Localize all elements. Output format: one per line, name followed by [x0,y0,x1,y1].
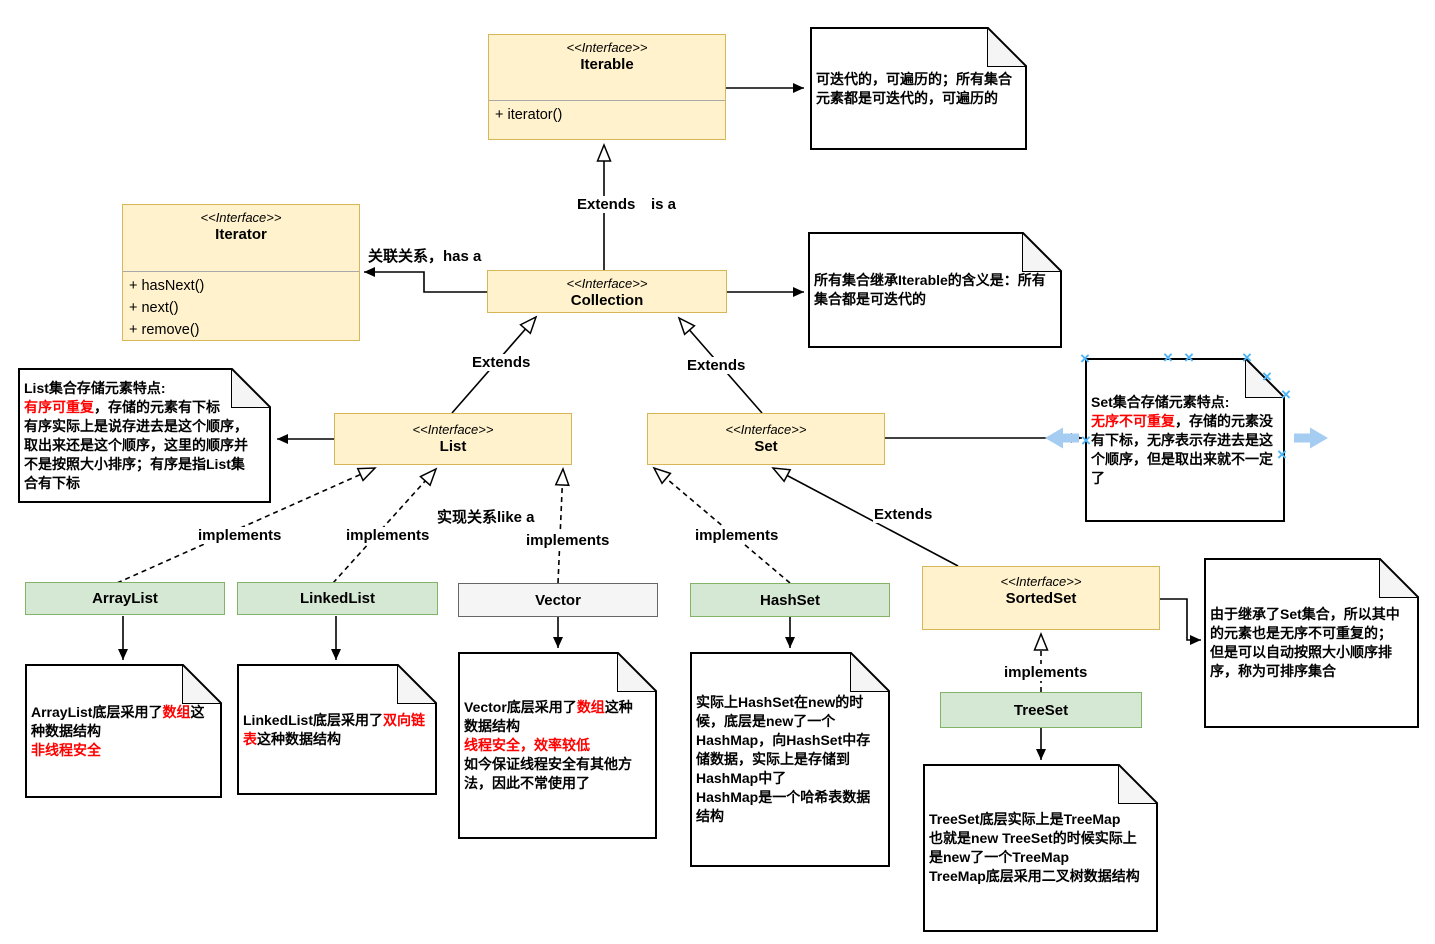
arraylist-note-text: ArrayList底层采用了数组这 种数据结构 非线程安全 [31,703,205,758]
sortedset-note-text: 由于继承了Set集合，所以其中 的元素也是无序不可重复的； 但是可以自动按照大小… [1210,606,1400,679]
edge-label-implements-hashset[interactable]: implements [694,527,780,544]
linkedlist-name: LinkedList [299,590,375,607]
set-note[interactable]: Set集合存储元素特点: 无序不可重复，存储的元素没 有下标，无序表示存进去是这… [1085,358,1285,522]
set-note-text: Set集合存储元素特点: 无序不可重复，存储的元素没 有下标，无序表示存进去是这… [1091,393,1273,486]
edge-label-extends-set[interactable]: Extends [686,357,747,374]
edge-label-extends-iterable[interactable]: Extends [576,196,637,213]
selection-handle-icon[interactable]: × [1281,385,1291,404]
note-fold-icon [1379,558,1419,598]
edge-label-is-a[interactable]: is a [650,196,678,213]
note-fold-icon [182,664,222,704]
edge-label-has-a[interactable]: 关联关系，has a [367,245,483,266]
iterator-stereotype: <<Interface>> [200,210,282,225]
selection-handle-icon[interactable]: × [1080,349,1090,368]
edge-label-extends-list[interactable]: Extends [471,354,532,371]
collection-note-text: 所有集合继承Iterable的含义是：所有 集合都是可迭代的 [814,272,1046,307]
edge-arraylist-implements-list[interactable] [116,467,377,584]
set-name: Set [754,438,778,455]
note-fold-icon [987,27,1027,67]
edge-label-extends-sortedset[interactable]: Extends [873,506,934,523]
edge-hashset-implements-set[interactable] [652,466,791,584]
collection-interface-box[interactable]: <<Interface>> Collection [487,270,727,313]
iterator-interface-box[interactable]: <<Interface>> Iterator + hasNext() + nex… [122,204,360,341]
selection-handle-icon[interactable]: × [1163,348,1173,367]
hashset-class-box[interactable]: HashSet [690,583,890,617]
linkedlist-note[interactable]: LinkedList底层采用了双向链 表这种数据结构 [237,664,437,795]
iterable-stereotype: <<Interface>> [566,40,648,55]
arraylist-class-box[interactable]: ArrayList [25,582,225,615]
treeset-note-text: TreeSet底层实际上是TreeMap 也就是new TreeSet的时候实际… [929,811,1140,884]
vector-note-text: Vector底层采用了数组这种 数据结构 线程安全，效率较低 如今保证线程安全有… [464,699,633,791]
list-interface-box[interactable]: <<Interface>> List [334,413,572,465]
edge-linkedlist-implements-list[interactable] [332,467,438,584]
arraylist-note[interactable]: ArrayList底层采用了数组这 种数据结构 非线程安全 [25,664,222,798]
note-fold-icon [617,652,657,692]
edge-label-like-a[interactable]: 实现关系like a [436,506,536,527]
edge-sortedset-extends-set[interactable] [771,467,959,567]
selection-handle-icon[interactable]: × [1184,348,1194,367]
sortedset-stereotype: <<Interface>> [1000,574,1082,589]
list-note-text: List集合存储元素特点: 有序可重复，存储的元素有下标 有序实际上是说存进去是… [24,379,248,491]
note-fold-icon [1245,358,1285,398]
hashset-note-text: 实际上HashSet在new的时 候，底层是new了一个 HashMap，向Ha… [696,694,871,824]
iterable-method: + iterator() [495,107,563,123]
vector-class-box[interactable]: Vector [458,583,658,617]
linkedlist-class-box[interactable]: LinkedList [237,582,438,615]
collection-note[interactable]: 所有集合继承Iterable的含义是：所有 集合都是可迭代的 [808,232,1062,348]
hashset-note[interactable]: 实际上HashSet在new的时 候，底层是new了一个 HashMap，向Ha… [690,652,890,867]
iterable-name: Iterable [580,56,634,73]
note-fold-icon [1022,232,1062,272]
iterable-note-text: 可迭代的，可遍历的；所有集合 元素都是可迭代的，可遍历的 [816,70,1012,106]
sortedset-note[interactable]: 由于继承了Set集合，所以其中 的元素也是无序不可重复的； 但是可以自动按照大小… [1204,558,1419,728]
collection-stereotype: <<Interface>> [566,276,648,291]
edge-label-implements-linkedlist[interactable]: implements [345,527,431,544]
list-stereotype: <<Interface>> [412,422,494,437]
iterator-method-next: + next() [129,300,179,316]
edge-collection-hasa-iterator[interactable] [364,267,487,293]
iterator-method-remove: + remove() [129,322,200,338]
arraylist-name: ArrayList [92,590,158,607]
treeset-class-box[interactable]: TreeSet [940,692,1142,728]
selection-handle-icon[interactable]: × [1277,445,1287,464]
hashset-name: HashSet [759,591,821,609]
edge-sortedset-to-note[interactable] [1160,598,1201,645]
note-fold-icon [397,664,437,704]
vector-name: Vector [535,591,581,609]
iterator-method-hasnext: + hasNext() [129,278,205,294]
list-note[interactable]: List集合存储元素特点: 有序可重复，存储的元素有下标 有序实际上是说存进去是… [18,368,271,503]
hover-arrow-right-icon[interactable] [1294,427,1328,449]
edge-vector-implements-list[interactable] [554,467,570,584]
selection-handle-icon[interactable]: × [1242,348,1252,367]
iterable-interface-box[interactable]: <<Interface>> Iterable + iterator() [488,34,726,140]
edge-label-implements-arraylist[interactable]: implements [197,527,283,544]
selection-handle-icon[interactable]: × [1081,431,1091,450]
set-interface-box[interactable]: <<Interface>> Set [647,413,885,465]
vector-note[interactable]: Vector底层采用了数组这种 数据结构 线程安全，效率较低 如今保证线程安全有… [458,652,657,839]
selection-handle-icon[interactable]: × [1262,367,1272,386]
note-fold-icon [1118,764,1158,804]
iterable-note[interactable]: 可迭代的，可遍历的；所有集合 元素都是可迭代的，可遍历的 [810,27,1027,150]
collection-name: Collection [570,292,644,309]
edge-label-implements-vector[interactable]: implements [525,532,611,549]
note-fold-icon [231,368,271,408]
list-name: List [439,438,467,455]
sortedset-interface-box[interactable]: <<Interface>> SortedSet [922,566,1160,630]
note-fold-icon [850,652,890,692]
edge-label-implements-treeset[interactable]: implements [1003,664,1089,681]
treeset-note[interactable]: TreeSet底层实际上是TreeMap 也就是new TreeSet的时候实际… [923,764,1158,932]
set-stereotype: <<Interface>> [725,422,807,437]
sortedset-name: SortedSet [1005,590,1077,607]
hover-arrow-left-icon[interactable] [1045,427,1079,449]
treeset-name: TreeSet [1013,701,1069,719]
linkedlist-note-text: LinkedList底层采用了双向链 表这种数据结构 [243,711,426,747]
iterator-name: Iterator [215,226,267,243]
